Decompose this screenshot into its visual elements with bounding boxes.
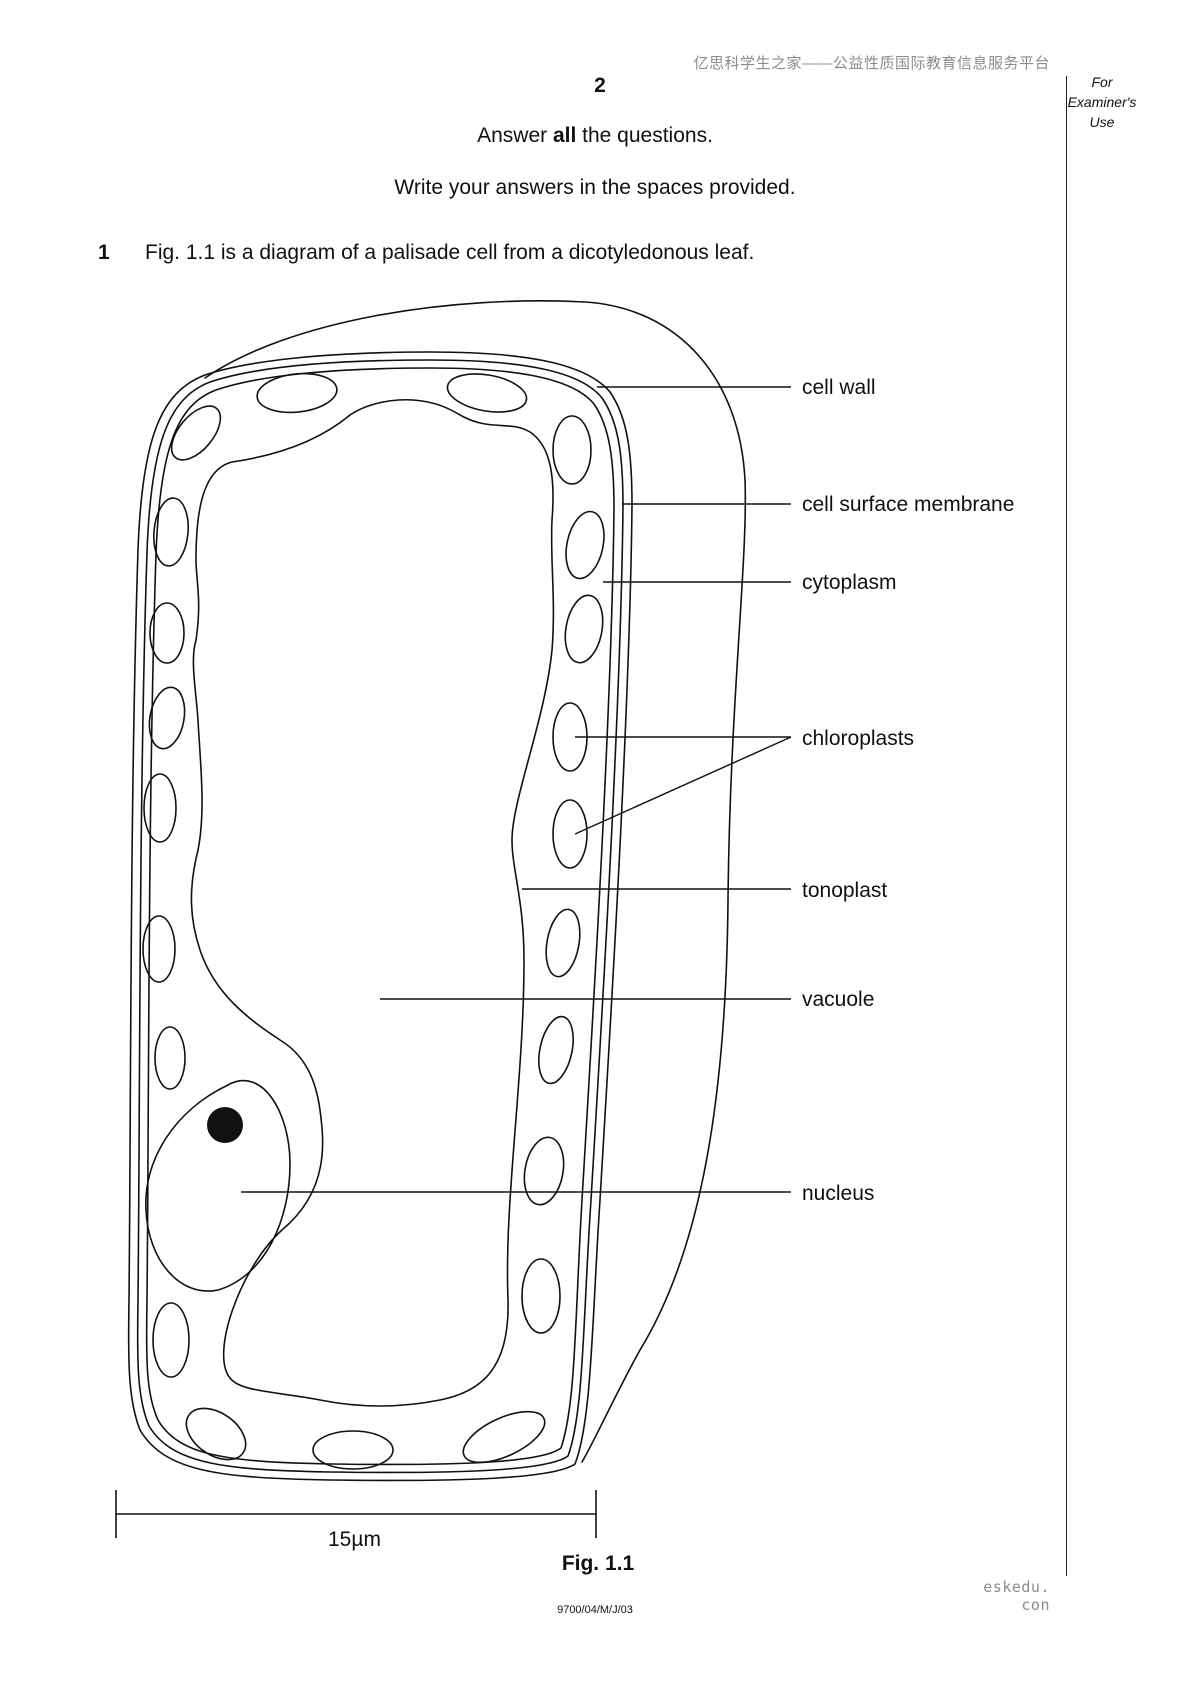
chloroplast: [185, 1407, 247, 1461]
nucleus-outline: [145, 1079, 291, 1292]
chloroplast: [564, 594, 604, 664]
chloroplasts-group: [142, 372, 605, 1470]
page-number: 2: [594, 74, 606, 97]
chloroplast: [462, 1410, 546, 1464]
chloroplast: [152, 1302, 190, 1378]
chloroplast: [521, 1258, 561, 1334]
instruction-answer-all: Answer all the questions.: [0, 124, 1190, 148]
scale-bar-label: 15µm: [328, 1528, 381, 1551]
instruction-text-pre: Answer: [477, 124, 553, 147]
leader-chloroplasts-2: [574, 736, 792, 835]
question-number: 1: [98, 241, 110, 264]
label-cell-wall: cell wall: [802, 376, 876, 399]
label-chloroplasts: chloroplasts: [802, 727, 914, 750]
chloroplast: [552, 799, 588, 869]
question-text: Fig. 1.1 is a diagram of a palisade cell…: [145, 241, 755, 264]
examiner-label-line-2: Examiner's: [1067, 94, 1137, 110]
chloroplast: [446, 373, 528, 413]
instruction-text-bold: all: [552, 124, 577, 147]
paper-code: 9700/04/M/J/03: [557, 1604, 633, 1616]
chloroplast: [552, 415, 592, 485]
chloroplast: [523, 1136, 565, 1206]
examiner-label-line-1: For: [1091, 74, 1113, 90]
label-vacuole: vacuole: [802, 988, 874, 1011]
chloroplast: [565, 510, 605, 580]
chloroplast: [149, 602, 185, 664]
chloroplast: [143, 773, 177, 843]
chloroplast: [545, 908, 581, 978]
label-cytoplasm: cytoplasm: [802, 571, 897, 594]
nucleolus: [207, 1107, 243, 1143]
chloroplast: [142, 915, 176, 983]
cell-wall-inner: [136, 359, 624, 1474]
cell-surface-membrane: [145, 367, 615, 1466]
chloroplast: [154, 1026, 186, 1090]
label-nucleus: nucleus: [802, 1182, 874, 1205]
examiner-margin-rule: [1066, 76, 1067, 1576]
label-cell-surface-membrane: cell surface membrane: [802, 493, 1014, 516]
chloroplast: [256, 372, 338, 414]
examiner-label-line-3: Use: [1089, 114, 1115, 130]
label-tonoplast: tonoplast: [802, 879, 887, 902]
chloroplast: [538, 1015, 574, 1085]
chloroplast: [170, 405, 222, 461]
chloroplast: [153, 497, 189, 567]
figure-caption: Fig. 1.1: [561, 1552, 635, 1575]
tonoplast: [190, 399, 555, 1407]
chloroplast: [148, 686, 186, 750]
scale-bar: [115, 1490, 597, 1538]
instruction-write-answers: Write your answers in the spaces provide…: [394, 176, 796, 199]
examiner-use-margin-label: For Examiner's Use: [1062, 72, 1142, 132]
chloroplast: [312, 1430, 394, 1470]
watermark-top: 亿思科学生之家——公益性质国际教育信息服务平台: [693, 55, 1050, 72]
adjacent-cell-outline: [204, 300, 747, 1463]
cell-wall-outer: [127, 351, 633, 1482]
watermark-bottom: eskedu. con: [983, 1578, 1050, 1614]
instruction-text-post: the questions.: [576, 124, 713, 147]
